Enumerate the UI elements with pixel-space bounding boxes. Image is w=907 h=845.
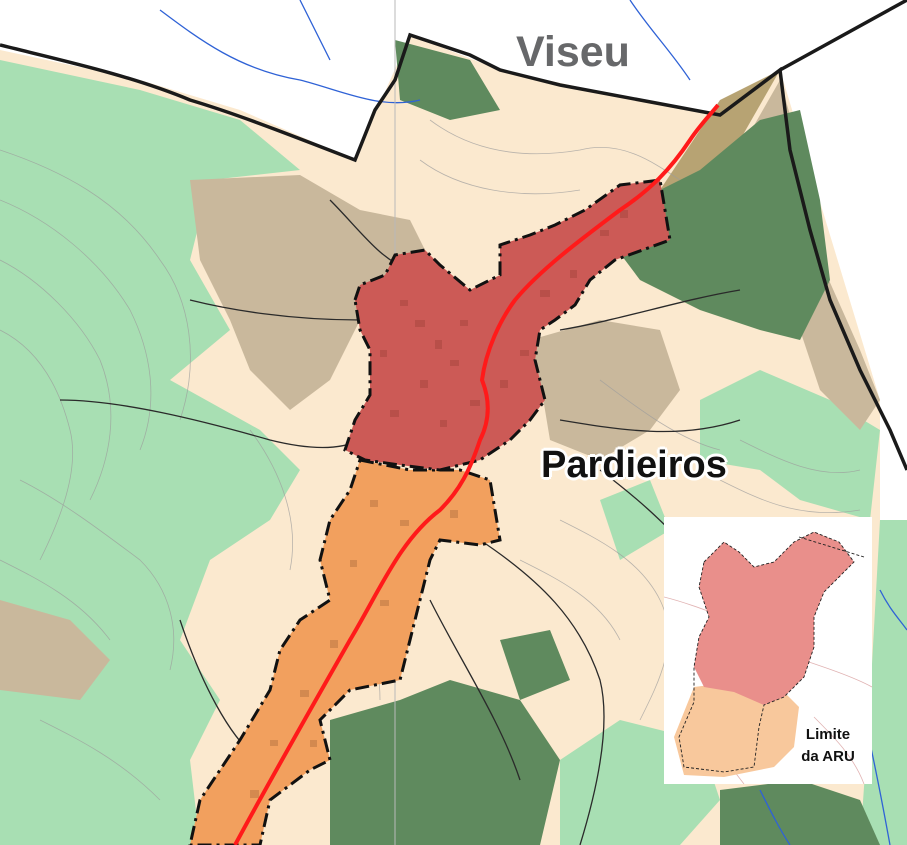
building-footprints	[380, 210, 628, 427]
forest-dark-area	[720, 780, 880, 845]
inset-legend: Limite da ARU	[788, 724, 868, 768]
inset-core-area	[694, 532, 854, 705]
inset-aru-boundary	[678, 531, 855, 773]
forest-dark-area	[330, 680, 560, 845]
secondary-roads	[59, 199, 741, 845]
scrub-area	[660, 70, 780, 200]
inset-map[interactable]: Limite da ARU	[664, 517, 872, 784]
scrub-area	[0, 600, 110, 700]
forest-dark-area	[395, 40, 500, 120]
inset-legend-line1: Limite	[805, 726, 851, 743]
municipal-boundary	[779, 0, 907, 72]
aru-core-area[interactable]	[343, 178, 672, 472]
inset-canvas	[664, 517, 872, 784]
municipal-boundary	[0, 32, 907, 471]
forest-light-area	[600, 480, 670, 560]
forest-light-area	[700, 370, 880, 520]
place-label-viseu: Viseu	[516, 28, 630, 76]
place-label-pardieiros: Pardieiros	[541, 444, 727, 486]
inset-expansion-area	[674, 682, 799, 777]
forest-dark-area	[500, 630, 570, 700]
building-footprints	[250, 500, 458, 798]
forest-dark-area	[610, 110, 830, 340]
main-road	[233, 103, 720, 845]
inset-legend-line2: da ARU	[801, 748, 855, 765]
scrub-area	[530, 320, 680, 460]
scrub-area	[190, 175, 430, 410]
